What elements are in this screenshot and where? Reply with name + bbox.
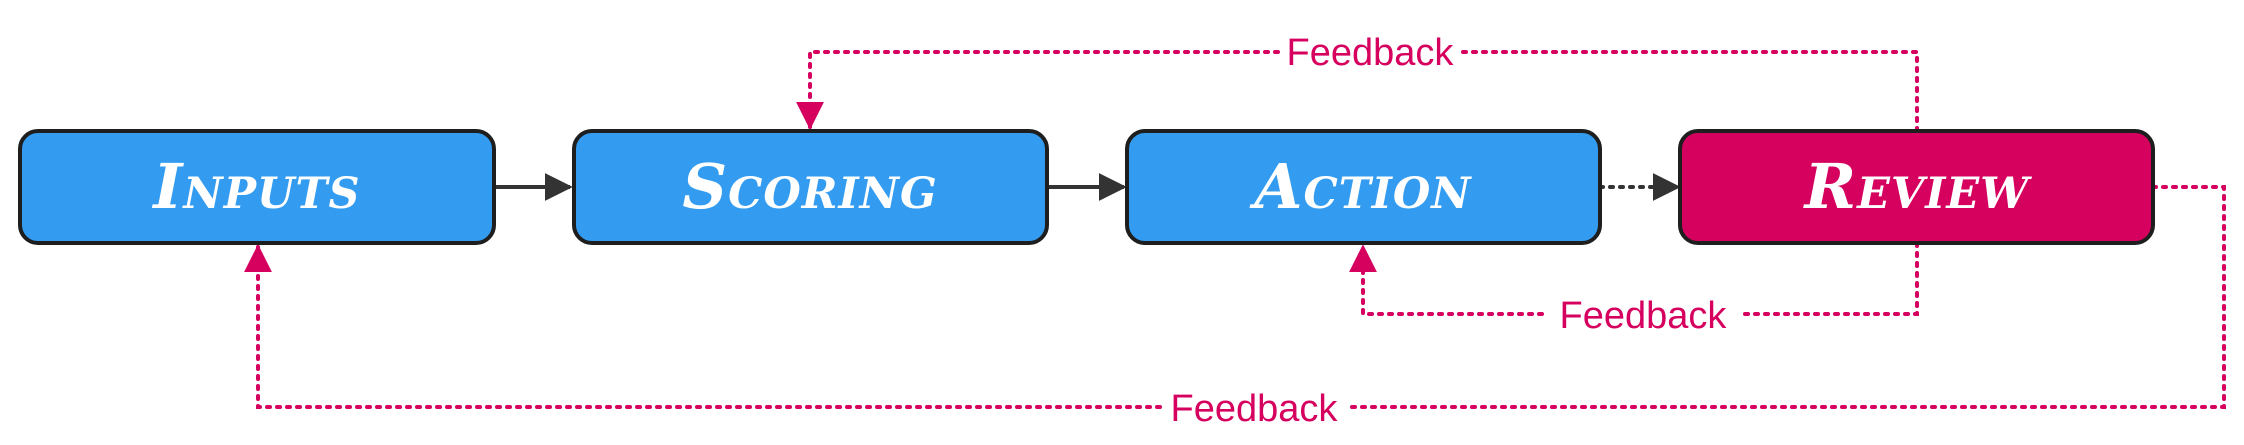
feedback-label-inputs: Feedback	[1171, 388, 1339, 430]
node-label-action: Action	[1249, 150, 1472, 223]
feedback-path-review-to-inputs	[258, 185, 2226, 409]
node-action: Action	[1125, 129, 1602, 245]
feedback-path-review-to-scoring	[810, 50, 1919, 131]
node-label-review: Review	[1803, 150, 2033, 223]
node-inputs: Inputs	[18, 129, 496, 245]
node-label-inputs: Inputs	[151, 150, 360, 223]
node-review: Review	[1678, 129, 2155, 245]
node-label-scoring: Scoring	[682, 150, 937, 223]
feedback-path-review-to-action	[1363, 243, 1919, 316]
node-scoring: Scoring	[572, 129, 1049, 245]
feedback-label-scoring: Feedback	[1287, 32, 1455, 74]
feedback-label-action: Feedback	[1560, 295, 1728, 337]
